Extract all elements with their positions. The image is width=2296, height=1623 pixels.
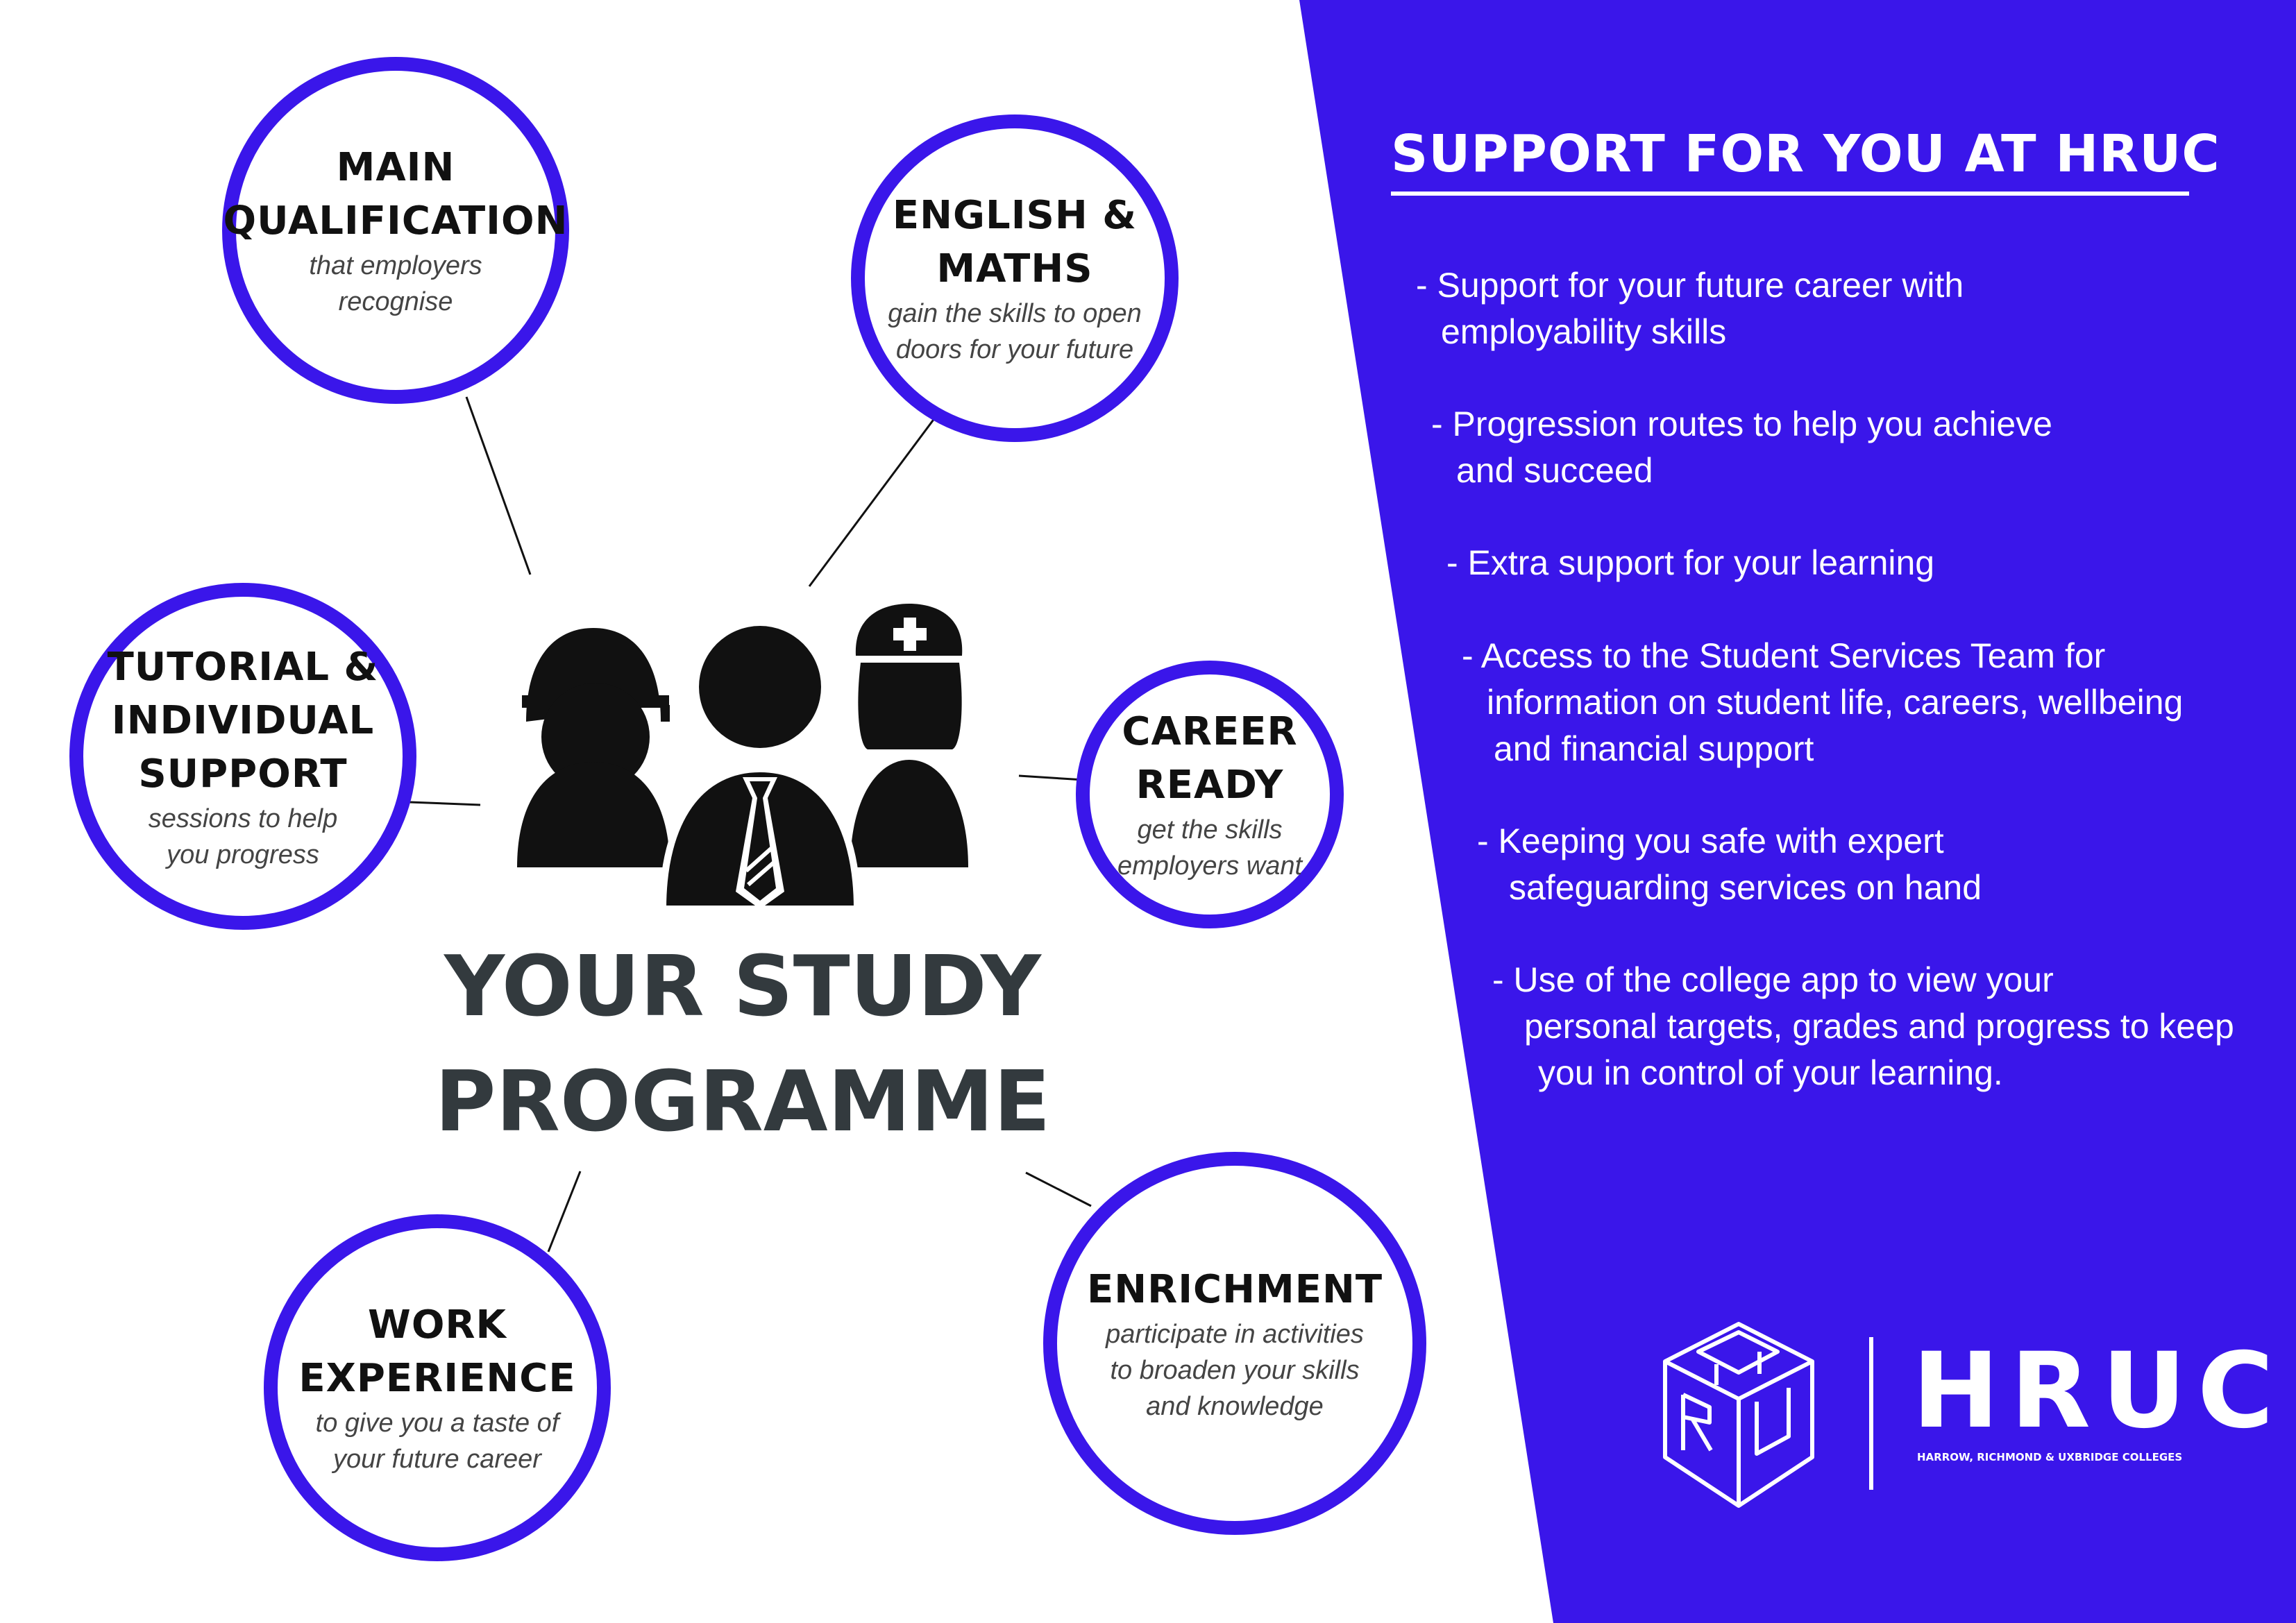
support-item-student-services-line-3: and financial support [1494, 729, 1814, 768]
connector-english-maths [808, 414, 938, 587]
english-maths-circle: ENGLISH & MATHS gain the skills to open … [851, 114, 1179, 442]
support-item-safeguarding-line-2: safeguarding services on hand [1509, 868, 1982, 907]
logo-name: HRUC [1912, 1331, 2285, 1452]
enrichment-subtitle: participate in activities to broaden you… [1106, 1319, 1364, 1421]
logo-divider [1869, 1337, 1873, 1490]
support-item-student-services-line-1: - Access to the Student Services Team fo… [1462, 636, 2106, 675]
enrichment-title: ENRICHMENT [1086, 1266, 1383, 1312]
nurse-icon [850, 604, 968, 867]
support-item-progression-line-2: and succeed [1456, 451, 1653, 490]
hard-hat-worker-icon [517, 628, 670, 867]
tutorial-support-title: TUTORIAL & INDIVIDUAL SUPPORT [107, 644, 379, 797]
support-item-progression-line-1: - Progression routes to help you achieve [1431, 405, 2052, 443]
career-ready-title: CAREER READY [1122, 709, 1298, 808]
work-experience-title: WORK EXPERIENCE [298, 1302, 576, 1401]
support-item-career-line-1: - Support for your future career with [1416, 266, 1964, 305]
support-item-college-app-line-2: personal targets, grades and progress to… [1524, 1007, 2234, 1046]
career-ready-circle: CAREER READY get the skills employers wa… [1076, 661, 1344, 928]
main-qualification-title: MAIN QUALIFICATION [223, 145, 568, 244]
connector-career-ready [1018, 774, 1085, 781]
english-maths-subtitle: gain the skills to open doors for your f… [888, 299, 1142, 364]
work-experience-subtitle: to give you a taste of your future caree… [315, 1409, 559, 1474]
work-experience-circle: WORK EXPERIENCE to give you a taste of y… [264, 1214, 611, 1561]
support-item-college-app-line-3: you in control of your learning. [1538, 1053, 2003, 1092]
support-item-student-services-line-2: information on student life, careers, we… [1487, 683, 2184, 722]
support-heading: SUPPORT FOR YOU AT HRUC [1391, 124, 2220, 184]
hruc-logo-icon [1663, 1322, 1814, 1508]
main-qualification-circle: MAIN QUALIFICATION that employers recogn… [222, 57, 569, 404]
tutorial-support-circle: TUTORIAL & INDIVIDUAL SUPPORT sessions t… [69, 583, 416, 930]
business-person-icon [659, 626, 861, 912]
study-programme-heading: YOUR STUDY PROGRAMME [434, 939, 1051, 1150]
support-heading-underline [1391, 192, 2189, 196]
enrichment-circle: ENRICHMENT participate in activities to … [1043, 1152, 1426, 1535]
english-maths-title: ENGLISH & MATHS [892, 193, 1138, 291]
tutorial-support-subtitle: sessions to help you progress [148, 804, 338, 869]
support-item-college-app-line-1: - Use of the college app to view your [1492, 960, 2054, 999]
support-item-career-line-2: employability skills [1441, 312, 1727, 351]
connector-main-qualification [465, 396, 532, 575]
support-item-safeguarding-line-1: - Keeping you safe with expert [1477, 822, 1944, 860]
connector-work-experience [547, 1171, 582, 1252]
logo-tagline: HARROW, RICHMOND & UXBRIDGE COLLEGES [1917, 1451, 2183, 1463]
main-qualification-subtitle: that employers recognise [309, 251, 482, 316]
connector-tutorial-support [409, 801, 481, 806]
support-item-learning-line-1: - Extra support for your learning [1446, 543, 1935, 582]
connector-enrichment [1025, 1171, 1092, 1207]
career-ready-subtitle: get the skills employers want [1117, 815, 1303, 881]
